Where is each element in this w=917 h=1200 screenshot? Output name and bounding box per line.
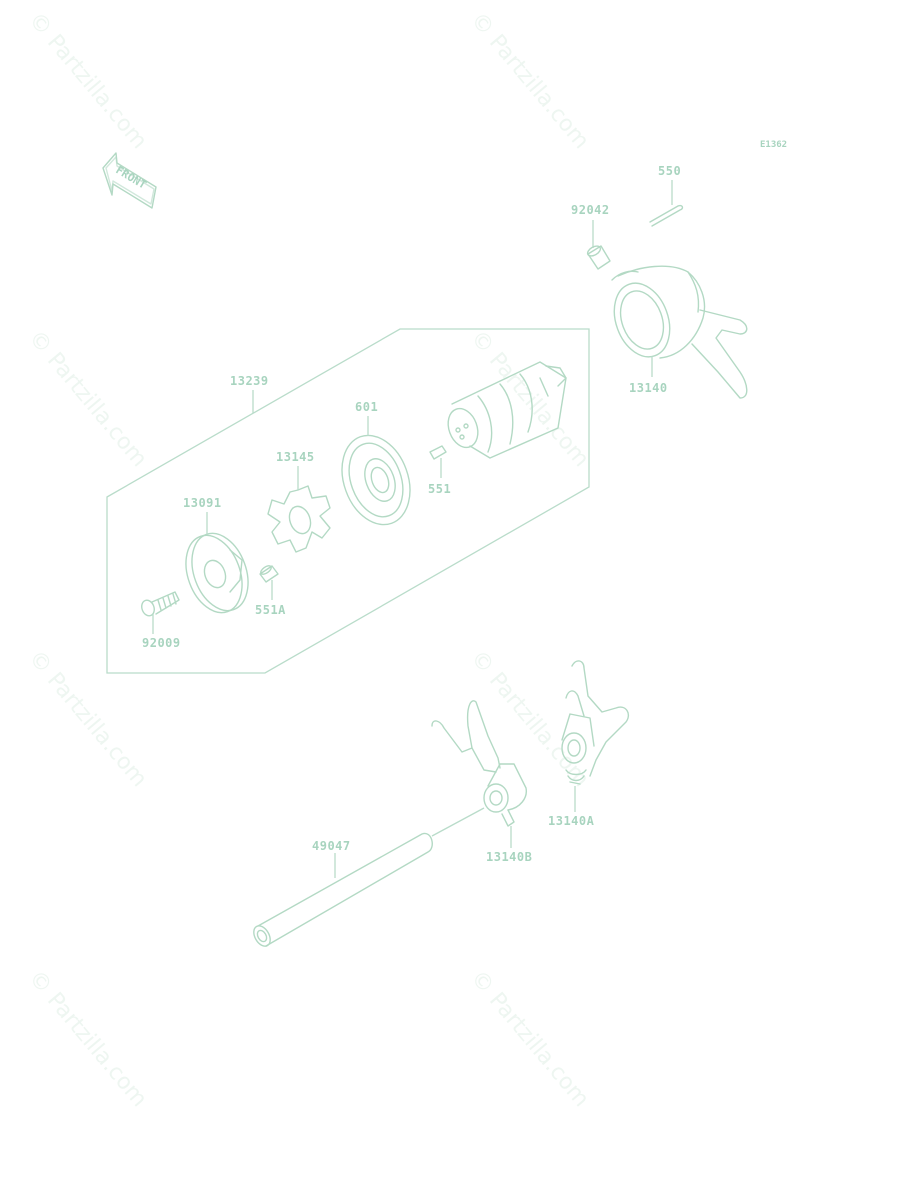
label-92009: 92009 [142, 636, 181, 650]
watermark: © Partzilla.com [23, 326, 151, 472]
diagram-code: E1362 [760, 140, 787, 150]
part-13091-plate: 13091 [183, 496, 249, 614]
part-551-pin: 551 [428, 445, 451, 496]
part-601-bearing: 601 [341, 400, 411, 526]
part-13140-fork: 13140 [611, 265, 748, 399]
part-13140A-fork: 13140A [548, 660, 630, 828]
part-551A-pin: 551A [255, 565, 286, 617]
label-13239: 13239 [230, 374, 269, 388]
label-49047: 49047 [312, 839, 351, 853]
part-49047-shaft: 49047 [253, 807, 485, 947]
label-13140B: 13140B [486, 850, 532, 864]
watermark: © Partzilla.com [465, 966, 593, 1112]
watermark: © Partzilla.com [23, 966, 151, 1112]
watermark: © Partzilla.com [465, 8, 593, 154]
assembly-13239-outline: 13239 [106, 328, 590, 674]
label-551: 551 [428, 482, 451, 496]
front-arrow-icon: FRONT [102, 152, 157, 209]
label-601: 601 [355, 400, 378, 414]
watermarks: © Partzilla.com © Partzilla.com © Partzi… [23, 8, 593, 1112]
part-13140B-fork: 13140B [431, 700, 532, 864]
part-92042-collar: 92042 [571, 203, 611, 270]
label-551A: 551A [255, 603, 286, 617]
part-13145-star: 13145 [267, 450, 331, 553]
label-92042: 92042 [571, 203, 610, 217]
part-550-pin: 550 [649, 164, 684, 227]
watermark: © Partzilla.com [23, 8, 151, 154]
label-13140: 13140 [629, 381, 668, 395]
part-92009-screw: 92009 [141, 591, 181, 650]
watermark: © Partzilla.com [465, 326, 593, 472]
watermark: © Partzilla.com [23, 646, 151, 792]
part-drum [447, 361, 567, 459]
label-13091: 13091 [183, 496, 222, 510]
label-13145: 13145 [276, 450, 315, 464]
label-550: 550 [658, 164, 681, 178]
label-13140A: 13140A [548, 814, 595, 828]
